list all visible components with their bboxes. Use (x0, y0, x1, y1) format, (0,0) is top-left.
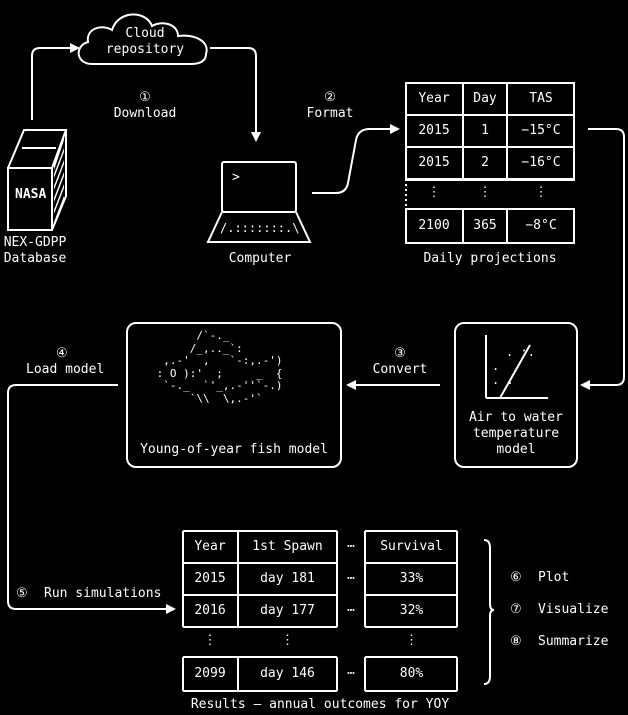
results-row3-spawn: day 146 (260, 666, 315, 681)
results-row2-spawn: day 177 (260, 603, 315, 618)
fish-ascii-art: /`-._ /_,.._`: ,.-' , `-:,.-') : O ):' ;… (156, 329, 283, 405)
results-row3-more: ⋯ (347, 666, 355, 681)
daily-row2-tas: −16°C (521, 155, 561, 170)
arrow-fish-to-results (7, 384, 176, 614)
results-row1-survival: 33% (399, 571, 424, 586)
results-row1-year: 2015 (194, 571, 226, 586)
results-header-spawn: 1st Spawn (252, 539, 323, 554)
airwater-caption-2: temperature (472, 426, 560, 441)
results-bracket (483, 539, 495, 685)
laptop-screen (221, 161, 297, 213)
nasa-caption-1: NEX-GDPP (3, 235, 67, 250)
cloud-label-1: Cloud (125, 26, 165, 41)
fish-caption: Young-of-year fish model (140, 442, 328, 457)
arrow-nasa-to-cloud (31, 43, 80, 120)
step3-label: Convert (372, 362, 428, 377)
computer-caption: Computer (228, 251, 292, 266)
step2-number: ② (324, 90, 336, 105)
daily-row2-year: 2015 (418, 155, 450, 170)
airwater-caption-3: model (496, 442, 536, 457)
step5-label-number: ⑤ (16, 586, 28, 601)
step4-label: Load model (26, 362, 105, 377)
step8-number: ⑧ (510, 634, 522, 649)
results-ellipsis-3: ⋮ (405, 633, 418, 648)
nasa-caption-2: Database (3, 251, 67, 266)
daily-table: Year Day TAS 2015 1 −15°C 2015 2 −16°C ⋮… (405, 82, 575, 244)
results-row1-spawn: day 181 (260, 571, 315, 586)
results-row1-more: ⋯ (347, 571, 355, 586)
step6-number: ⑥ (510, 570, 522, 585)
cloud-shape (77, 13, 208, 65)
step8-label: Summarize (538, 634, 609, 649)
step5-label: Run simulations (44, 586, 162, 601)
results-row2-survival: 32% (399, 603, 424, 618)
step4-number: ④ (56, 346, 68, 361)
results-header-more: ⋯ (347, 539, 355, 554)
step7-number: ⑦ (510, 602, 522, 617)
airwater-caption-1: Air to water (469, 410, 563, 425)
results-ellipsis-2: ⋮ (281, 633, 294, 648)
results-row2-year: 2016 (194, 603, 226, 618)
step1-number: ① (139, 90, 151, 105)
daily-row3-day: 365 (473, 218, 497, 233)
step7-label: Visualize (538, 602, 609, 617)
fish-model-box (126, 322, 342, 468)
daily-row1-day: 1 (481, 123, 489, 138)
airwater-model-box (454, 322, 578, 468)
airwater-dots-2: . (492, 359, 500, 373)
results-caption: Results – annual outcomes for YOY (190, 697, 450, 712)
results-row3-year: 2099 (194, 666, 226, 681)
arrow-cloud-to-computer (210, 47, 261, 142)
step6-label: Plot (538, 570, 570, 585)
results-table: Year 1st Spawn ⋯ Survival 2015 day 181 ⋯… (182, 530, 458, 692)
cloud-label-2: repository (105, 42, 185, 57)
results-header-year: Year (194, 539, 226, 554)
daily-row2-day: 2 (481, 155, 489, 170)
daily-row1-year: 2015 (418, 123, 450, 138)
daily-ellipsis-1: ⋮ (427, 185, 441, 200)
daily-ellipsis-3: ⋮ (534, 185, 548, 200)
arrow-computer-to-table (312, 124, 400, 194)
daily-header-day: Day (473, 91, 497, 106)
daily-row1-tas: −15°C (521, 123, 561, 138)
nasa-stripes (54, 136, 64, 226)
daily-row3-tas: −8°C (525, 218, 557, 233)
results-row2-more: ⋯ (347, 603, 355, 618)
step1-label: Download (113, 106, 177, 121)
laptop-keys: /.:::::::.\ (220, 221, 300, 235)
daily-ellipsis-2: ⋮ (478, 185, 492, 200)
daily-header-tas: TAS (529, 91, 553, 106)
daily-caption: Daily projections (423, 251, 557, 266)
daily-row3-year: 2100 (418, 218, 450, 233)
step2-label: Format (306, 106, 354, 121)
step3-number: ③ (394, 346, 406, 361)
airwater-dots-3: . . (492, 373, 514, 387)
laptop-base (206, 211, 312, 243)
results-ellipsis-1: ⋮ (203, 633, 217, 648)
laptop-prompt: > (232, 170, 240, 185)
airwater-dots-1: . :. (506, 345, 535, 359)
daily-header-year: Year (418, 91, 450, 106)
nasa-label: NASA (15, 187, 47, 202)
arrow-table-to-airwater (580, 128, 625, 390)
results-row3-survival: 80% (399, 666, 424, 681)
results-header-survival: Survival (380, 539, 443, 554)
